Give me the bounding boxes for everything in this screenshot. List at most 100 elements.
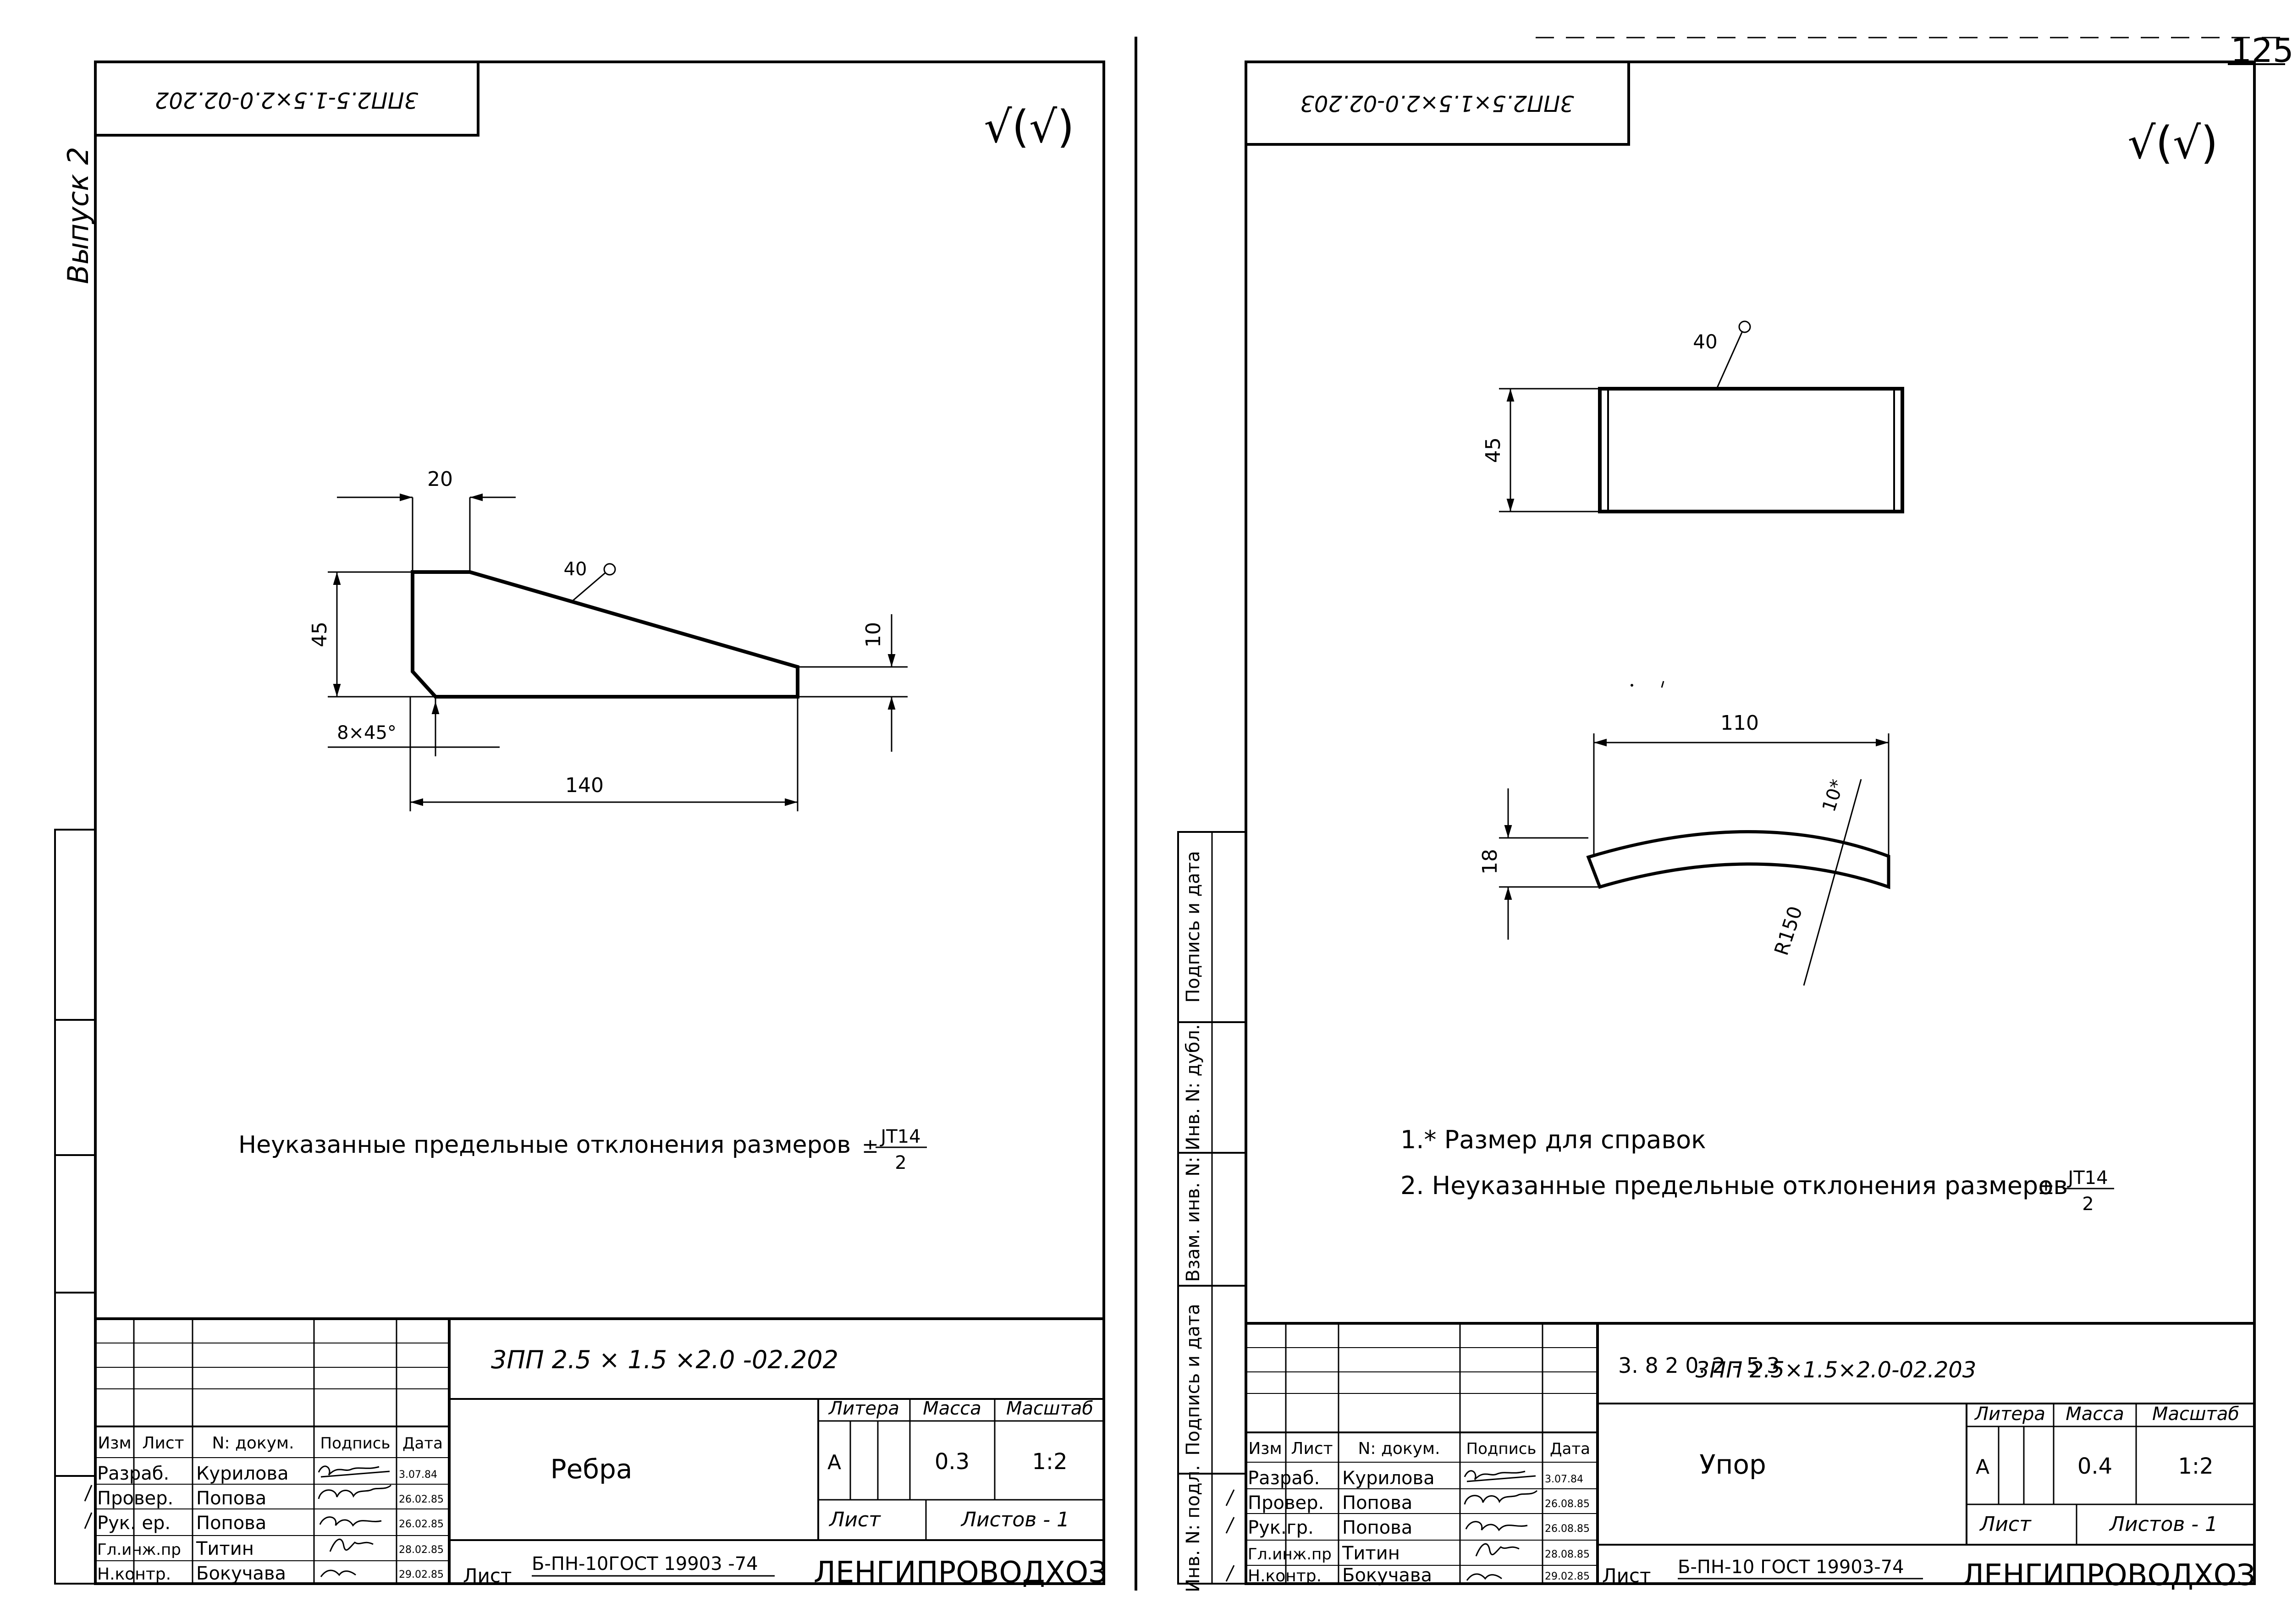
stop-arc-outline (1586, 830, 1890, 889)
table-row-name: Попова (196, 1513, 266, 1534)
stop-arc-view: 110 18 10* R150 (1478, 681, 1890, 986)
left-mass: 0.3 (935, 1449, 970, 1475)
table-row-name: Попова (1342, 1492, 1412, 1514)
left-organization: ЛЕНГИПРОВОДХОЗ (814, 1556, 1107, 1590)
stamp-dup-inv: Инв. N: дубл. (1183, 1024, 1204, 1150)
right-part-name: Упор (1699, 1449, 1766, 1480)
right-header-date: Дата (1550, 1440, 1590, 1458)
table-row-name: Курилова (1342, 1468, 1435, 1489)
table-row-role: Гл.инж.пр (1248, 1545, 1332, 1563)
stamp-orig-inv: Инв. N: подл. (1183, 1465, 1204, 1592)
left-signature-rows: Разраб. Курилова 3.07.84 Провер. Попова … (97, 1463, 444, 1584)
stop-dim-10-ref: 10* (1818, 777, 1849, 815)
left-side-stamp (54, 829, 96, 1585)
rib-dim-10: 10 (862, 622, 885, 648)
stop-dim-45: 45 (1482, 437, 1505, 463)
left-header-sign: Подпись (320, 1434, 391, 1453)
table-row-name: Титин (196, 1538, 254, 1559)
table-row-name: Титин (1342, 1543, 1400, 1564)
table-row-date: 28.08.85 (1545, 1549, 1590, 1560)
left-top-code: 3ПП2.5-1.5×2.0-02.202 (155, 87, 419, 113)
table-row-date: 26.02.85 (399, 1494, 444, 1505)
left-mass-label: Масса (923, 1398, 981, 1419)
left-header-date: Дата (402, 1434, 443, 1453)
left-material-prefix: Лист (463, 1564, 512, 1587)
table-row-name: Попова (196, 1488, 266, 1509)
right-tol-sign: ± (2038, 1176, 2055, 1199)
table-row-role: Разраб. (1248, 1468, 1320, 1489)
left-tolerance-note: Неуказанные предельные отклонения размер… (238, 1131, 851, 1159)
rib-outline (411, 570, 799, 699)
right-tol-num: JT14 (2066, 1167, 2108, 1189)
left-header-doc: N: докум. (212, 1434, 294, 1453)
table-row-date: 29.02.85 (399, 1569, 444, 1580)
table-row-name: Курилова (196, 1463, 289, 1484)
page-number: 125 (2231, 31, 2292, 70)
table-row-role: Гл.инж.пр (97, 1541, 181, 1559)
right-signatures (1464, 1470, 1538, 1581)
stamp-sign-date-bottom: Подпись и дата (1183, 1304, 1204, 1455)
left-signatures (318, 1465, 392, 1577)
stop-plate-outline (1598, 387, 1904, 513)
right-header-izm: Изм (1248, 1439, 1282, 1458)
left-sheet-frame (94, 61, 1105, 1585)
left-sheet: 3ПП2.5-1.5×2.0-02.202 Выпуск 2 √(√) 20 4… (54, 61, 1107, 1590)
left-scale: 1:2 (1032, 1449, 1067, 1475)
left-title-block: Изм Лист N: докум. Подпись Дата Разраб. … (84, 1317, 1107, 1590)
stamp-replace-inv: Взам. инв. N: (1183, 1156, 1204, 1282)
right-mass: 0.4 (2077, 1453, 2112, 1479)
rib-dim-20: 20 (427, 468, 453, 491)
right-scale-label: Масштаб (2152, 1404, 2239, 1425)
table-row-date: 26.02.85 (399, 1519, 444, 1530)
right-header-doc: N: докум. (1358, 1439, 1440, 1458)
right-note-2: 2. Неуказанные предельные отклонения раз… (1400, 1171, 2068, 1200)
left-roughness-symbol: √(√) (984, 101, 1074, 153)
right-header-list: Лист (1291, 1439, 1333, 1458)
stamp-sign-date-top: Подпись и дата (1183, 851, 1204, 1002)
right-scale: 1:2 (2178, 1453, 2213, 1479)
stop-dim-18: 18 (1478, 849, 1502, 875)
stop-thickness-label: 40 (1693, 330, 1717, 353)
stop-plate-view: 45 40 (1482, 320, 1904, 513)
right-organization: ЛЕНГИПРОВОДХОЗ (1962, 1558, 2255, 1592)
stop-dim-110: 110 (1720, 711, 1759, 735)
left-litera-label: Литера (828, 1398, 899, 1419)
right-roughness-symbol: √(√) (2127, 117, 2218, 169)
left-sheet-label: Лист (828, 1508, 881, 1531)
left-tol-sign: ± (862, 1134, 879, 1158)
right-ref-number: 3. 8 2 0. 2 - 5 3 (1618, 1353, 1780, 1378)
table-row-role: Провер. (1248, 1492, 1324, 1514)
rib-dim-140: 140 (565, 774, 604, 797)
right-side-stamp: Подпись и дата Инв. N: дубл. Взам. инв. … (1177, 831, 1247, 1592)
table-row-name: Попова (1342, 1517, 1412, 1538)
table-row-date: 3.07.84 (1545, 1474, 1583, 1485)
right-sheets-count: Листов - 1 (2109, 1513, 2218, 1536)
right-material: Б-ПН-10 ГОСТ 19903-74 (1678, 1557, 1904, 1578)
left-material: Б-ПН-10ГОСТ 19903 -74 (532, 1553, 758, 1574)
issue-label: Выпуск 2 (61, 147, 95, 284)
left-tol-num: JT14 (879, 1126, 920, 1147)
table-row-date: 28.02.85 (399, 1544, 444, 1556)
left-header-izm: Изм (98, 1434, 131, 1453)
right-header-sign: Подпись (1466, 1440, 1537, 1458)
stop-radius: R150 (1770, 903, 1807, 958)
table-row-date: 26.08.85 (1545, 1498, 1590, 1510)
right-litera: А (1976, 1455, 1989, 1479)
right-designation: 3ПП 2.5×1.5×2.0-02.203 (1696, 1357, 1977, 1383)
left-tol-den: 2 (895, 1152, 906, 1173)
right-top-code-box (1245, 61, 1630, 146)
right-signature-rows: Разраб. Курилова 3.07.84 Провер. Попова … (1248, 1468, 1590, 1586)
table-row-role: Провер. (97, 1488, 173, 1509)
rib-thickness-label: 40 (564, 559, 587, 580)
left-sheets-count: Листов - 1 (960, 1508, 1069, 1531)
right-sheet-label: Лист (1979, 1513, 2032, 1536)
left-scale-label: Масштаб (1006, 1398, 1093, 1419)
left-litera: А (827, 1451, 841, 1474)
left-top-code-box (94, 61, 479, 137)
rib-chamfer-dim: 8×45° (337, 722, 397, 743)
right-litera-label: Литера (1974, 1404, 2045, 1425)
table-row-role: Н.контр. (1248, 1567, 1322, 1585)
table-row-role: Рук.гр. (1248, 1517, 1314, 1538)
right-note-1: 1.* Размер для справок (1400, 1125, 1706, 1154)
